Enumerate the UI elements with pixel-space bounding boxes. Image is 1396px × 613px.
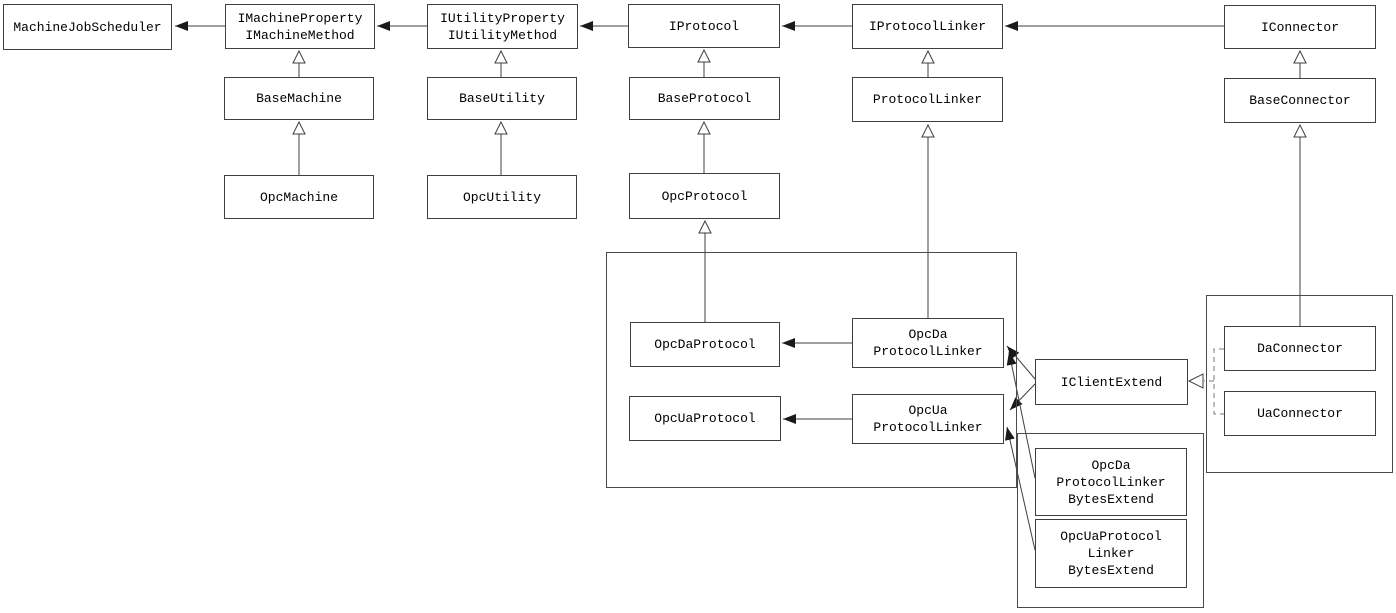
node-opc-protocol: OpcProtocol [629,173,780,219]
node-iclient-extend: IClientExtend [1035,359,1188,405]
node-base-connector: BaseConnector [1224,78,1376,123]
node-iutility-property-method: IUtilityProperty IUtilityMethod [427,4,578,49]
edge-opcuabytesextend-to-opcuaprotocollinker [1005,426,1036,551]
node-base-machine: BaseMachine [224,77,374,120]
group-bytes-extend-package [1017,433,1204,608]
node-ua-connector: UaConnector [1224,391,1376,436]
node-opc-da-protocol-linker: OpcDa ProtocolLinker [852,318,1004,368]
realization-hollow-triangle [1187,373,1204,389]
node-opc-utility: OpcUtility [427,175,577,219]
node-opc-da-protocol: OpcDaProtocol [630,322,780,367]
node-base-protocol: BaseProtocol [629,77,780,120]
node-machine-job-scheduler: MachineJobScheduler [3,4,172,50]
edge-iclientextend-to-opcdaprotocollinker [1006,345,1036,380]
node-opc-da-protocol-linker-bytes-extend: OpcDa ProtocolLinker BytesExtend [1035,448,1187,516]
edge-iclientextend-to-opcuaprotocollinker [1009,383,1036,411]
edge-opcdabytesextend-to-opcdaprotocollinker [1006,351,1036,479]
node-opc-ua-protocol: OpcUaProtocol [629,396,781,441]
node-base-utility: BaseUtility [427,77,577,120]
node-iconnector: IConnector [1224,5,1376,49]
node-protocol-linker: ProtocolLinker [852,77,1003,122]
group-connector-package [1206,295,1393,473]
node-imachine-property-method: IMachineProperty IMachineMethod [225,4,375,49]
node-da-connector: DaConnector [1224,326,1376,371]
node-opc-machine: OpcMachine [224,175,374,219]
edge-connectors-realize-iclientextend-dashes [1213,348,1224,415]
node-opc-ua-protocol-linker: OpcUa ProtocolLinker [852,394,1004,444]
group-opc-protocol-package [606,252,1017,488]
node-iprotocol-linker: IProtocolLinker [852,4,1003,49]
node-iprotocol: IProtocol [628,4,780,48]
node-opc-ua-protocol-linker-bytes-extend: OpcUaProtocol Linker BytesExtend [1035,519,1187,588]
